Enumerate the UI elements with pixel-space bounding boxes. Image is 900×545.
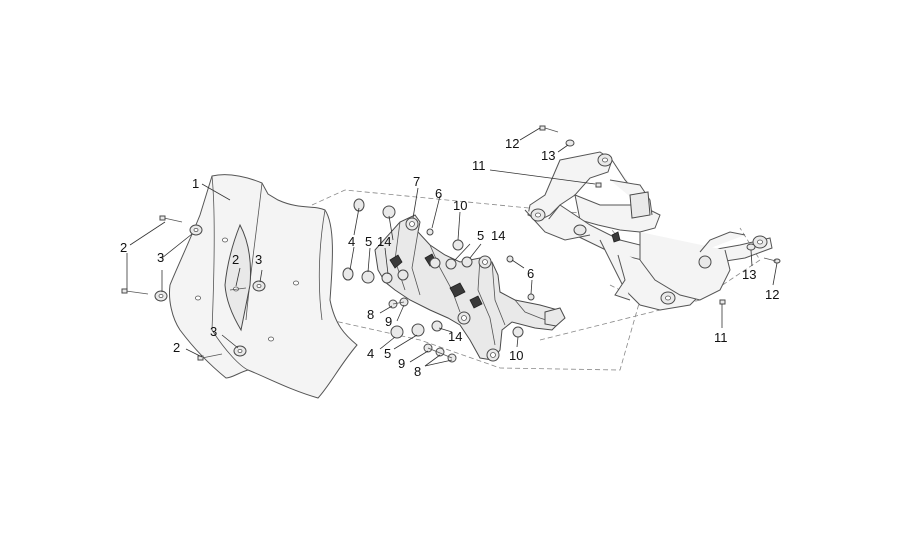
callout-6: 6 — [435, 186, 442, 201]
callout-10: 10 — [453, 198, 467, 213]
callout-14: 14 — [491, 228, 505, 243]
callout-5: 5 — [365, 234, 372, 249]
callout-9: 9 — [398, 356, 405, 371]
callout-2: 2 — [232, 252, 239, 267]
callout-labels: 1 2 2 2 3 3 3 4 4 5 5 5 6 6 7 8 8 9 9 10… — [120, 136, 779, 379]
callout-8: 8 — [414, 364, 421, 379]
callout-4: 4 — [367, 346, 374, 361]
callout-11: 11 — [472, 158, 486, 173]
callout-4: 4 — [348, 234, 355, 249]
windshield-fasteners — [121, 215, 266, 361]
callout-5: 5 — [477, 228, 484, 243]
callout-12: 12 — [505, 136, 519, 151]
callout-1: 1 — [192, 176, 199, 191]
callout-3: 3 — [210, 324, 217, 339]
callout-2: 2 — [173, 340, 180, 355]
callout-14: 14 — [377, 234, 391, 249]
support-frame — [524, 151, 773, 311]
leader-lines — [126, 127, 778, 367]
callout-3: 3 — [255, 252, 262, 267]
bushings — [342, 198, 535, 363]
callout-6: 6 — [527, 266, 534, 281]
callout-5: 5 — [384, 346, 391, 361]
callout-10: 10 — [509, 348, 523, 363]
callout-11: 11 — [714, 330, 728, 345]
windshield-bracket — [374, 214, 566, 362]
callout-9: 9 — [385, 314, 392, 329]
callout-2: 2 — [120, 240, 127, 255]
callout-14: 14 — [448, 329, 462, 344]
callout-13: 13 — [541, 148, 555, 163]
callout-13: 13 — [742, 267, 756, 282]
callout-7: 7 — [413, 174, 420, 189]
callout-8: 8 — [367, 307, 374, 322]
callout-3: 3 — [157, 250, 164, 265]
callout-12: 12 — [765, 287, 779, 302]
